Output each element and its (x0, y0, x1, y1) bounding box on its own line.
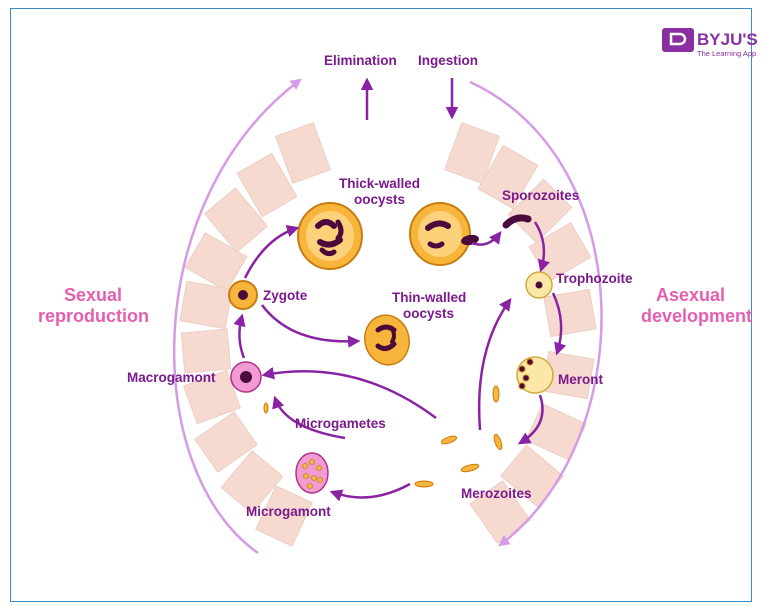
arrow-merozoites-to-trophozoite (479, 300, 510, 430)
epithelial-cell (181, 329, 230, 373)
macrogamont-nucleus (240, 371, 252, 383)
microgametes-label: Microgametes (295, 416, 386, 431)
thick-walled-label-line2: oocysts (354, 192, 405, 207)
epithelial-cell (544, 289, 596, 336)
logo-name: BYJU'S (697, 30, 758, 49)
thick-walled-oocyst-1 (298, 203, 362, 269)
arrow-zygote-to-thin-walled (262, 305, 358, 341)
sporozoites-label: Sporozoites (502, 188, 579, 203)
thin-walled-label-line2: oocysts (403, 306, 454, 321)
sexual-phase-label-line1: Sexual (64, 285, 122, 305)
arrow-merozoite-to-microgamont (332, 484, 410, 497)
ingestion-label: Ingestion (418, 53, 478, 68)
asexual-phase-label-line2: development (641, 306, 752, 326)
thick-walled-oocyst-2 (410, 203, 480, 265)
thin-walled-label-line1: Thin-walled (392, 290, 466, 305)
epithelial-cell (180, 281, 232, 328)
trophozoite-nucleus (536, 282, 543, 289)
asexual-phase-label-line1: Asexual (656, 285, 725, 305)
merozoite-group (415, 386, 504, 487)
microgamont-label: Microgamont (246, 504, 331, 519)
trophozoite-label: Trophozoite (556, 271, 633, 286)
macrogamont-label: Macrogamont (127, 370, 216, 385)
zygote-nucleus (238, 290, 248, 300)
merozoites-label: Merozoites (461, 486, 532, 501)
zygote-label: Zygote (263, 288, 308, 303)
microgamete (264, 403, 268, 413)
arrow-merozoite-to-macrogamont (264, 371, 436, 418)
elimination-label: Elimination (324, 53, 397, 68)
meront-label: Meront (558, 372, 604, 387)
logo-tagline: The Learning App (697, 49, 756, 58)
thick-walled-label-line1: Thick-walled (339, 176, 420, 191)
sexual-phase-label-line2: reproduction (38, 306, 149, 326)
logo-badge (662, 28, 694, 52)
brand-logo: BYJU'S The Learning App (662, 28, 758, 58)
arrow-macrogamont-to-zygote (239, 316, 244, 358)
